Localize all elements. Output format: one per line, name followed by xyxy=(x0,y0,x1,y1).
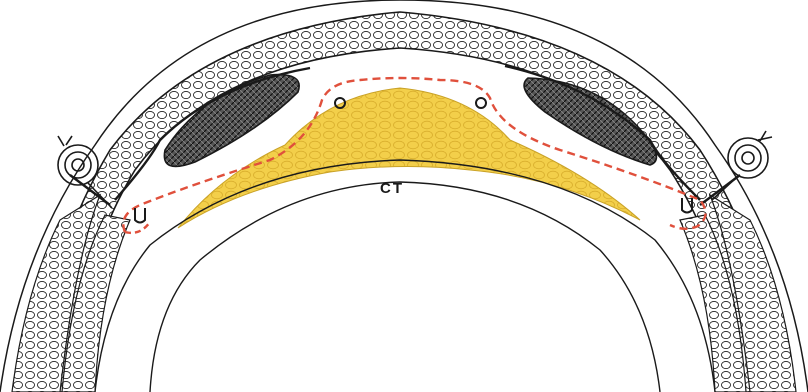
suture-left-lower xyxy=(135,208,145,223)
ct-label: CT xyxy=(380,180,404,197)
cavity-outline xyxy=(95,160,715,392)
right-lateral-wall xyxy=(680,195,796,392)
suture-right-upper xyxy=(476,98,486,108)
left-lateral-wall xyxy=(12,195,130,392)
